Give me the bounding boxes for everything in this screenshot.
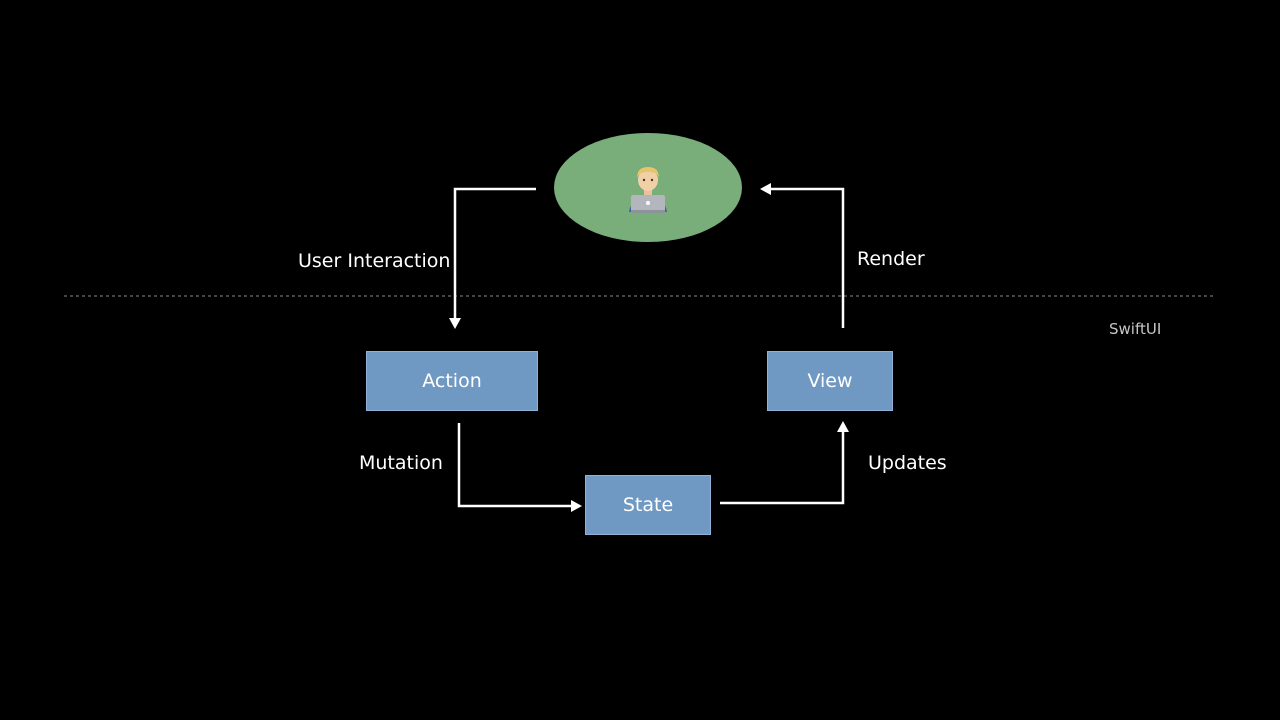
mutation-arrow: [457, 423, 572, 508]
swiftui-label: SwiftUI: [1109, 320, 1162, 338]
user-node: [554, 133, 742, 242]
technologist-with-laptop-icon: [629, 166, 667, 213]
render-label: Render: [857, 248, 925, 270]
mutation-arrowhead: [571, 500, 582, 512]
render-arrow: [770, 187, 845, 328]
user-interaction-label: User Interaction: [298, 250, 451, 272]
action-box-label: Action: [422, 370, 482, 392]
updates-arrowhead: [837, 421, 849, 432]
render-arrowhead: [760, 183, 771, 195]
action-box: Action: [366, 351, 538, 411]
view-box-label: View: [807, 370, 853, 392]
view-box: View: [767, 351, 893, 411]
user-interaction-arrow: [453, 187, 536, 320]
mutation-label: Mutation: [359, 452, 443, 474]
updates-label: Updates: [868, 452, 947, 474]
state-box: State: [585, 475, 711, 535]
user-interaction-arrowhead: [449, 318, 461, 329]
updates-arrow: [720, 431, 845, 505]
state-box-label: State: [622, 494, 674, 516]
